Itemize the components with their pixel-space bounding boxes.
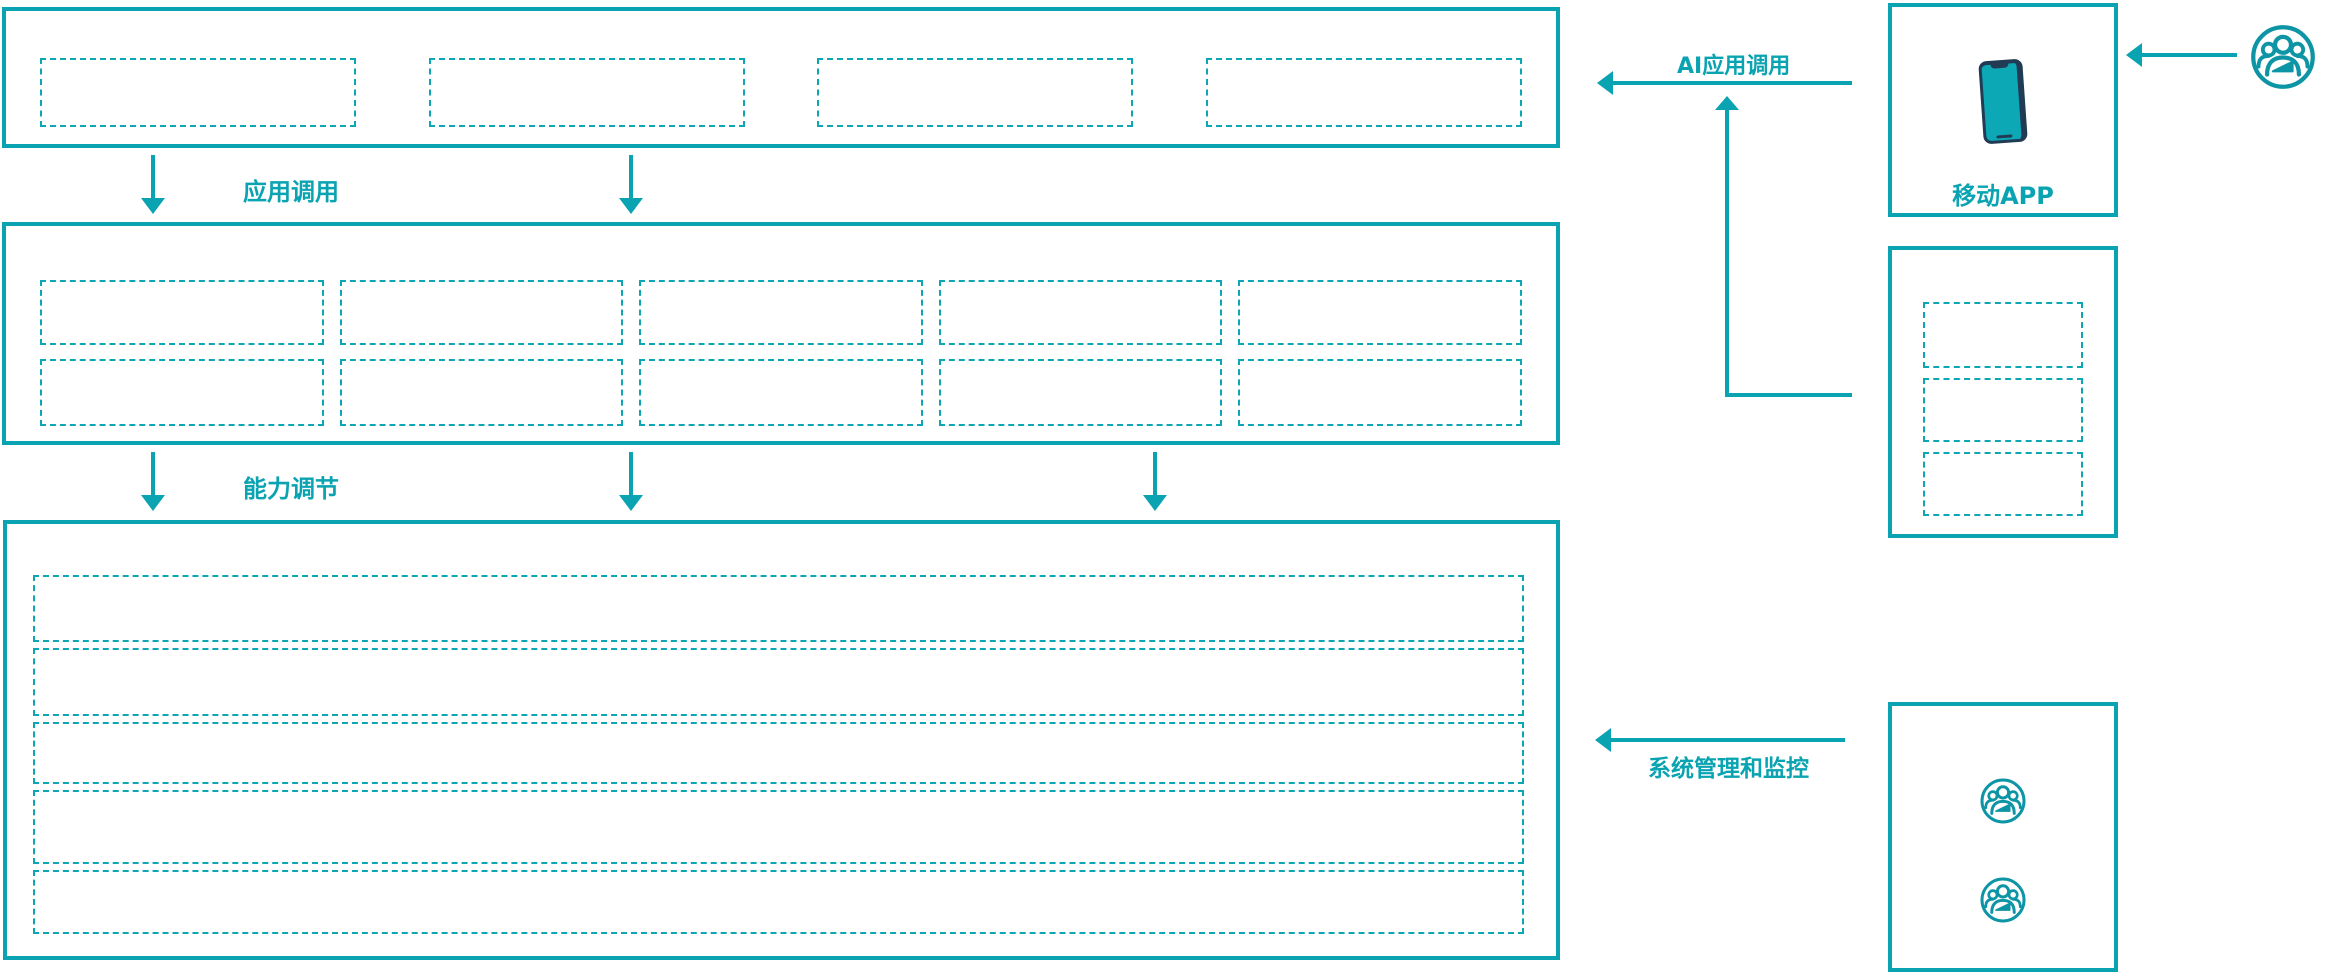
down-arrow-shaft	[151, 452, 155, 496]
capability-placeholder-box	[40, 280, 324, 345]
mini-program-placeholder-box	[1923, 378, 2083, 442]
users-icon	[1979, 777, 2027, 825]
elbow-connector	[1725, 393, 1852, 397]
capability-placeholder-box	[639, 280, 923, 345]
down-arrow-shaft	[629, 452, 633, 496]
mobile-app-label: 移动APP	[1952, 182, 2054, 210]
capability-placeholder-box	[339, 359, 624, 426]
mini-program-placeholders	[1923, 302, 2083, 516]
left-arrow-head	[1597, 71, 1613, 95]
ai-app-call-label: AI应用调用	[1677, 54, 1791, 79]
down-arrow-head	[141, 495, 165, 511]
down-arrow-head	[619, 495, 643, 511]
app-layer-box	[2, 7, 1560, 148]
platform-layer-box	[3, 520, 1560, 960]
down-arrow-shaft	[629, 155, 633, 199]
platform-placeholder-row	[33, 648, 1524, 716]
mini-program-placeholder-box	[1923, 452, 2083, 516]
mini-program-box	[1888, 246, 2118, 538]
app-call-label: 应用调用	[243, 178, 339, 206]
app-placeholder-box	[1205, 58, 1522, 127]
capability-layer-box	[2, 222, 1560, 445]
mini-program-placeholder-box	[1923, 302, 2083, 368]
capability-placeholder-box	[339, 280, 624, 345]
app-placeholder-box	[40, 58, 356, 127]
platform-placeholder-row	[33, 575, 1524, 642]
left-arrow-shaft	[2141, 53, 2237, 57]
capability-placeholders	[40, 280, 1522, 426]
down-arrow-head	[1143, 495, 1167, 511]
platform-placeholder-row	[33, 870, 1524, 934]
down-arrow-shaft	[151, 155, 155, 199]
down-arrow-head	[619, 198, 643, 214]
left-arrow-head	[2126, 43, 2142, 67]
system-monitor-label: 系统管理和监控	[1648, 756, 1809, 782]
phone-icon	[1978, 58, 2028, 145]
up-arrow-head	[1715, 96, 1739, 110]
admin-panel-box	[1888, 702, 2118, 972]
capability-placeholder-box	[938, 359, 1223, 426]
platform-placeholders	[33, 575, 1524, 934]
phone-homebar	[1995, 134, 2013, 139]
down-arrow-shaft	[1153, 452, 1157, 496]
capability-placeholder-box	[1238, 359, 1522, 426]
app-placeholder-box	[817, 58, 1134, 127]
left-arrow-shaft	[1612, 81, 1852, 85]
capability-placeholder-box	[1238, 280, 1522, 345]
up-arrow-shaft	[1725, 109, 1729, 397]
capability-placeholder-box	[40, 359, 324, 426]
app-placeholder-box	[428, 58, 745, 127]
down-arrow-head	[141, 198, 165, 214]
platform-placeholder-row	[33, 722, 1524, 784]
platform-placeholder-row	[33, 790, 1524, 864]
left-arrow-head	[1595, 728, 1611, 752]
users-icon	[2249, 23, 2317, 91]
phone-notch	[1989, 62, 2009, 69]
capability-placeholder-box	[639, 359, 923, 426]
capability-placeholder-box	[938, 280, 1223, 345]
users-icon	[1979, 876, 2027, 924]
app-layer-placeholders	[40, 58, 1522, 127]
left-arrow-shaft	[1610, 738, 1845, 742]
capability-adjust-label: 能力调节	[243, 475, 339, 503]
